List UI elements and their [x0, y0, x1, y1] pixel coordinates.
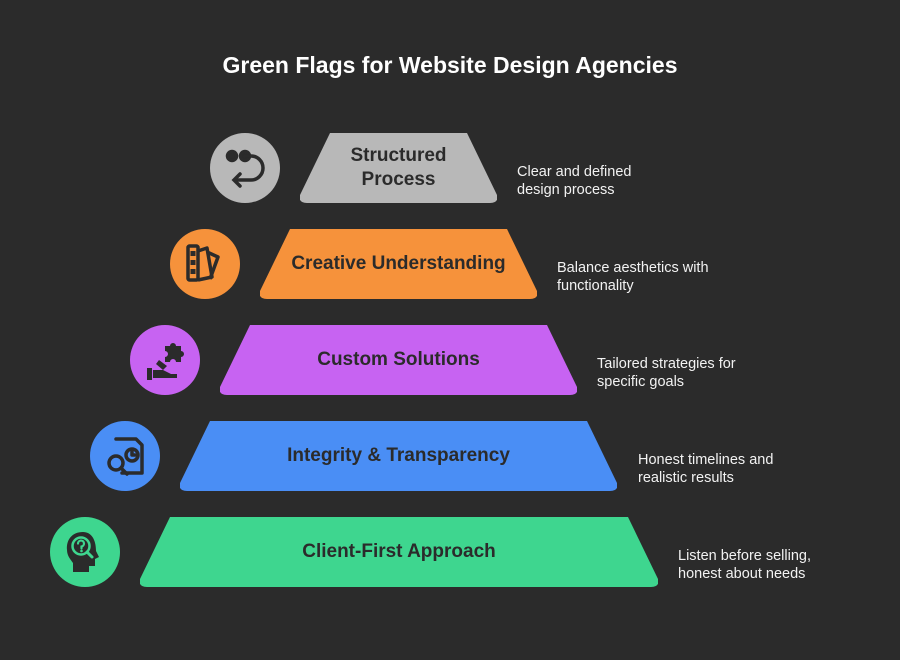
tier-3-icon-circle	[130, 325, 200, 395]
tier-creative-understanding: Creative Understanding	[260, 229, 537, 299]
tier-description: Balance aesthetics with functionality	[557, 260, 709, 294]
tier-label: Creative Understanding	[291, 253, 506, 274]
puzzle-hand-icon	[147, 343, 184, 380]
tier-label: Structured Process	[350, 145, 447, 190]
tier-2-icon-circle	[170, 229, 240, 299]
tier-structured-process: Structured Process	[300, 133, 497, 203]
tier-description: Clear and defined design process	[517, 164, 632, 198]
color-palette-icon	[186, 244, 220, 282]
tier-integrity-transparency: Integrity & Transparency	[180, 421, 617, 491]
tier-custom-solutions: Custom Solutions	[220, 325, 577, 395]
diagram-title: Green Flags for Website Design Agencies	[222, 52, 678, 78]
tier-description: Honest timelines and realistic results	[638, 452, 774, 486]
tier-label: Client-First Approach	[302, 541, 496, 562]
tier-label: Custom Solutions	[317, 349, 480, 370]
process-flow-icon	[225, 149, 265, 188]
tier-label: Integrity & Transparency	[287, 445, 510, 466]
tier-client-first-approach: Client-First Approach	[140, 517, 658, 587]
tier-5-icon-circle	[50, 517, 120, 587]
tier-1-icon-circle	[210, 133, 280, 203]
head-question-icon	[66, 532, 99, 572]
document-search-icon	[107, 437, 144, 476]
tier-description: Listen before selling, honest about need…	[678, 548, 811, 582]
tier-description: Tailored strategies for specific goals	[597, 356, 736, 390]
tier-4-icon-circle	[90, 421, 160, 491]
